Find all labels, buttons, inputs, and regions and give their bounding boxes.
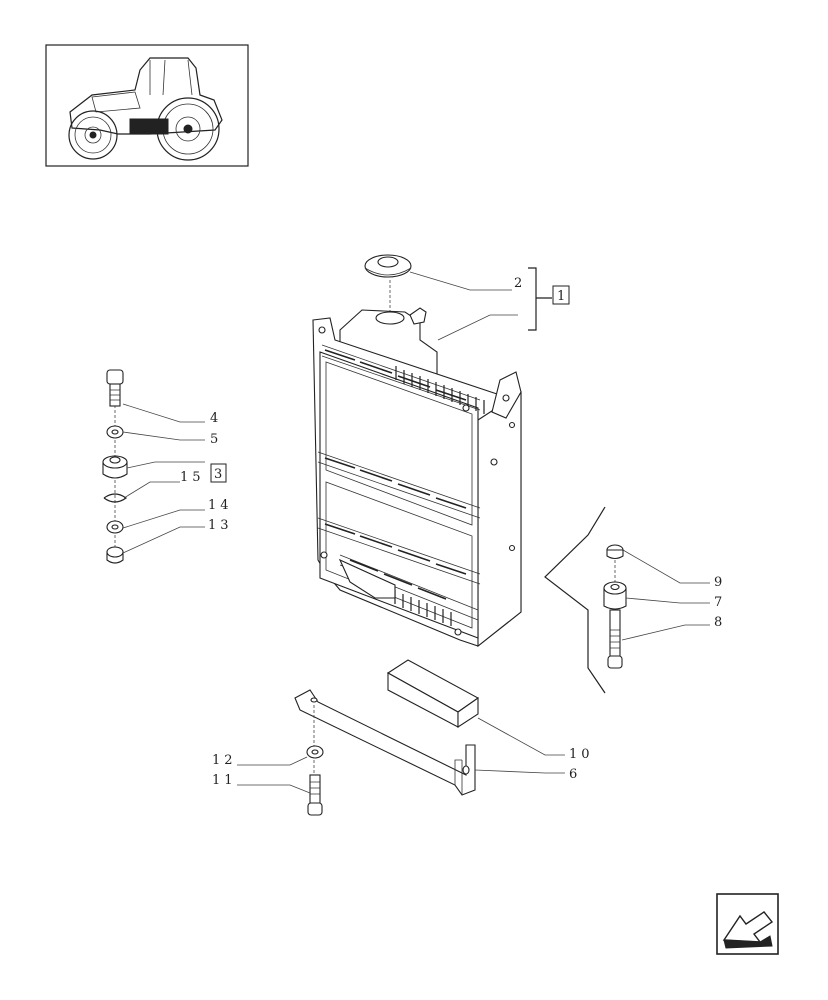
bolt-4 (106, 369, 124, 407)
washer-5 (106, 425, 124, 439)
callout-10: 10 (569, 747, 594, 762)
callout-3: 3 (214, 467, 226, 482)
radiator-assembly (312, 254, 522, 648)
callout-12: 12 (212, 753, 237, 768)
nut-9 (606, 544, 624, 560)
callout-8: 8 (714, 615, 726, 630)
highlighted-zone (129, 118, 169, 135)
bolt-11 (307, 774, 323, 816)
spacer-7 (603, 581, 627, 610)
bracket-6 (294, 689, 476, 796)
callout-2: 2 (514, 276, 526, 291)
callout-11: 11 (212, 773, 237, 788)
callout-9: 9 (714, 575, 726, 590)
callouts: 2 1 4 5 15 3 14 13 9 7 8 10 6 12 11 (180, 276, 726, 788)
foam-block-10 (386, 659, 480, 729)
callout-15: 15 (180, 470, 205, 485)
callout-13: 13 (208, 518, 233, 533)
callout-box-3 (210, 463, 227, 483)
callout-5: 5 (210, 432, 222, 447)
bolt-8 (607, 609, 623, 669)
callout-7: 7 (714, 595, 726, 610)
right-mount-hardware (544, 506, 627, 694)
lower-rail-slots (317, 517, 481, 585)
radiator-cap (364, 254, 412, 278)
previous-page-arrow-icon[interactable] (716, 893, 779, 955)
callout-4: 4 (210, 411, 222, 426)
callout-box-1 (552, 285, 570, 305)
leader-lines (122, 267, 710, 794)
top-rail-slots (321, 344, 481, 411)
nut-13b (106, 546, 124, 564)
washer-12 (306, 745, 324, 759)
top-fins (395, 366, 485, 414)
washer-13 (106, 520, 124, 534)
callout-14: 14 (208, 498, 233, 513)
callout-1: 1 (557, 289, 569, 304)
callout-6: 6 (569, 767, 581, 782)
left-mount-hardware (102, 369, 128, 564)
rubber-mount-15 (102, 455, 128, 479)
clip-14 (103, 493, 128, 503)
middle-rail-slots (317, 451, 481, 519)
tractor-thumbnail (45, 44, 249, 167)
